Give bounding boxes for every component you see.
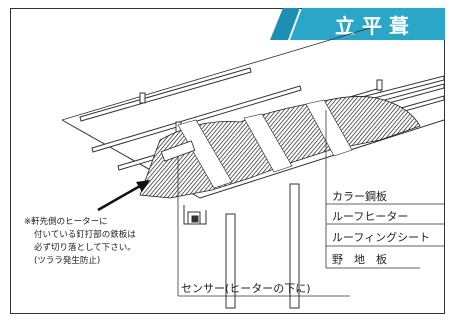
note-line-4: (ツララ発生防止) — [34, 255, 100, 266]
heater-gaps — [177, 99, 353, 189]
label-roof-heater: ルーフヒーター — [332, 210, 408, 223]
arrow-icon — [97, 180, 150, 212]
label-sensor: センサー(ヒーターの下に) — [181, 282, 311, 295]
note-line-1: ※軒先側のヒーターに — [24, 216, 108, 227]
warning-note: ※軒先側のヒーターに 付いている釘打部の鉄板は 必ず切り落として下さい。 (ツラ… — [24, 216, 136, 266]
note-line-2: 付いている釘打部の鉄板は — [34, 229, 136, 240]
roof-far-edge — [61, 27, 371, 121]
roof-illustration — [61, 27, 445, 309]
sensor — [160, 140, 196, 288]
label-roofing-sheet: ルーフィングシート — [332, 230, 430, 244]
label-roof-sheet: カラー鋼板 — [332, 189, 387, 203]
header-band: 立 平 葺 — [270, 8, 445, 40]
label-sheathing: 野 地 板 — [332, 252, 387, 266]
callouts — [177, 110, 444, 297]
eave-detail — [183, 205, 207, 225]
note-line-3: 必ず切り落として下さい。 — [34, 242, 136, 253]
layer-labels: カラー鋼板 ルーフヒーター ルーフィングシート 野 地 板 センサー(ヒーターの… — [181, 189, 430, 295]
page-title: 立 平 葺 — [335, 14, 409, 38]
posts — [225, 183, 300, 309]
